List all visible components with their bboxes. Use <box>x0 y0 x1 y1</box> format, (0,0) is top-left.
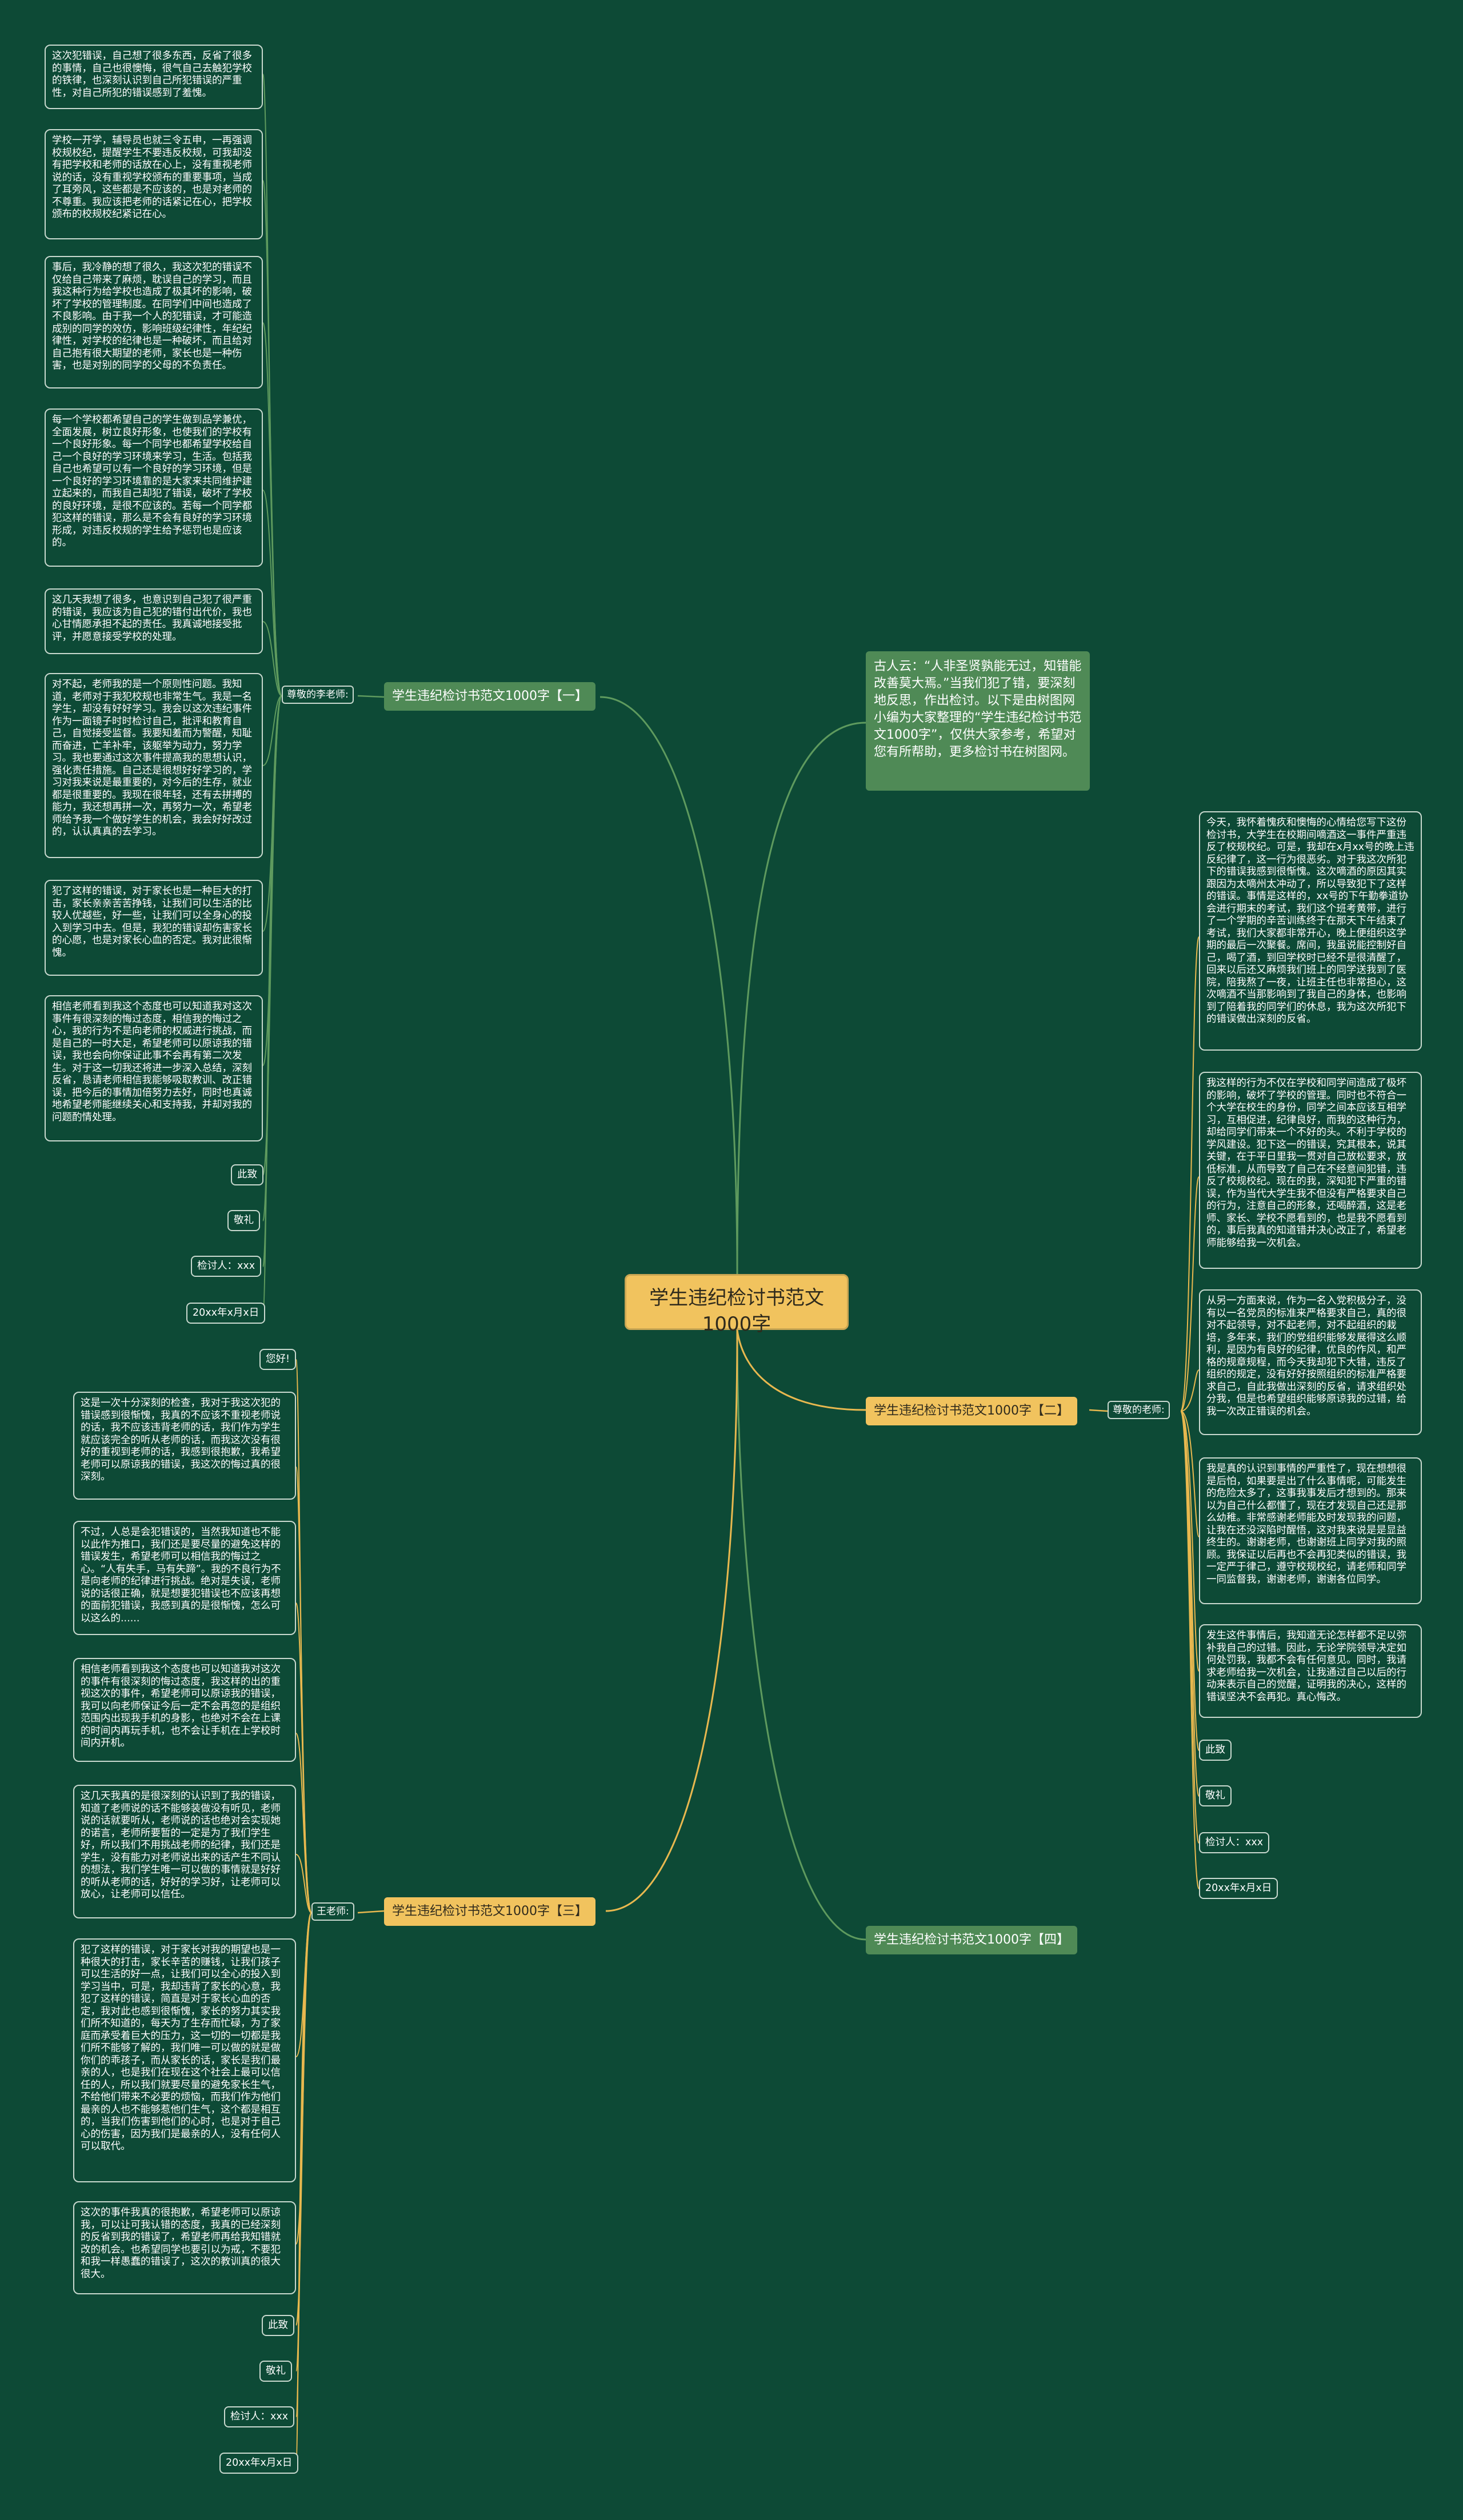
b1-signer[interactable]: 检讨人：xxx <box>191 1256 262 1277</box>
b2-closing-1[interactable]: 此致 <box>1199 1740 1232 1761</box>
link-center-b1 <box>599 696 738 1275</box>
b3-paragraph-1[interactable]: 这是一次十分深刻的检查，我对于我这次犯的错误感到很惭愧，我真的不应该不重视老师说… <box>73 1392 296 1500</box>
link-b2-sub <box>1089 1409 1108 1412</box>
b1-paragraph-2[interactable]: 学校一开学，辅导员也就三令五申，一再强调校规校纪，提醒学生不要违反校规，可我却没… <box>45 129 263 239</box>
b1-paragraph-4[interactable]: 每一个学校都希望自己的学生做到品学兼优，全面发展，树立良好形象，也使我们的学校有… <box>45 408 263 567</box>
branch-one-salutation[interactable]: 尊敬的李老师: <box>282 686 354 704</box>
b3-date[interactable]: 20xx年x月x日 <box>219 2453 299 2474</box>
branch-three[interactable]: 学生违纪检讨书范文1000字【三】 <box>384 1897 595 1926</box>
b3-paragraph-5[interactable]: 犯了这样的错误，对于家长对我的期望也是一种很大的打击，家长辛苦的赚钱，让我们孩子… <box>73 1938 296 2182</box>
b2-paragraph-4[interactable]: 我是真的认识到事情的严重性了，现在想想很是后怕，如果要是出了什么事情呢，可能发生… <box>1199 1457 1422 1604</box>
b1-paragraph-8[interactable]: 相信老师看到我这个态度也可以知道我对这次事件有很深刻的悔过态度，相信我的悔过之心… <box>45 995 263 1141</box>
branch-four[interactable]: 学生违纪检讨书范文1000字【四】 <box>866 1926 1077 1954</box>
b1-paragraph-3[interactable]: 事后，我冷静的想了很久，我这次犯的错误不仅给自己带来了麻烦，耽误自己的学习，而且… <box>45 256 263 388</box>
b3-closing-2[interactable]: 敬礼 <box>259 2361 292 2382</box>
b2-paragraph-3[interactable]: 从另一方面来说，作为一名入党积极分子，没有以一名党员的标准来严格要求自己，真的很… <box>1199 1289 1422 1435</box>
link-center-b2 <box>736 1329 866 1411</box>
b1-paragraph-6[interactable]: 对不起，老师我的是一个原则性问题。我知道，老师对于我犯校规也非常生气。我是一名学… <box>45 673 263 858</box>
b1-paragraph-7[interactable]: 犯了这样的错误，对于家长也是一种巨大的打击，家长亲亲苦苦挣钱，让我们可以生活的比… <box>45 880 263 976</box>
b2-signer[interactable]: 检讨人：xxx <box>1199 1832 1270 1853</box>
intro-note[interactable]: 古人云：“人非圣贤孰能无过，知错能改善莫大焉。”当我们犯了错，要深刻地反思，作出… <box>866 651 1090 791</box>
b2-paragraph-2[interactable]: 我这样的行为不仅在学校和同学间造成了极坏的影响，破坏了学校的管理。同时也不符合一… <box>1199 1072 1422 1269</box>
branch-three-salutation[interactable]: 王老师: <box>311 1902 354 1921</box>
b3-closing-1[interactable]: 此致 <box>262 2315 294 2336</box>
link-center-b4 <box>736 1329 866 1941</box>
b2-paragraph-5[interactable]: 发生这件事情后，我知道无论怎样都不足以弥补我自己的过错。因此，无论学院领导决定如… <box>1199 1624 1422 1718</box>
b2-closing-2[interactable]: 敬礼 <box>1199 1785 1232 1806</box>
b3-signer[interactable]: 检讨人：xxx <box>224 2406 295 2427</box>
b1-paragraph-1[interactable]: 这次犯错误，自己想了很多东西，反省了很多的事情，自己也很懊悔，很气自己去触犯学校… <box>45 45 263 109</box>
link-b1-sub <box>357 695 385 698</box>
b3-paragraph-4[interactable]: 这几天我真的是很深刻的认识到了我的错误，知道了老师说的话不能够装做没有听见，老师… <box>73 1785 296 1918</box>
b1-paragraph-5[interactable]: 这几天我想了很多，也意识到自己犯了很严重的错误，我应该为自己犯的错付出代价，我也… <box>45 588 263 654</box>
b3-paragraph-3[interactable]: 相信老师看到我这个态度也可以知道我对这次的事件有很深刻的悔过态度，我这样的出的重… <box>73 1658 296 1762</box>
b3-paragraph-2[interactable]: 不过，人总是会犯错误的，当然我知道也不能以此作为推口，我们还是要尽量的避免这样的… <box>73 1521 296 1635</box>
link-b3-sub <box>357 1910 385 1914</box>
b2-paragraph-1[interactable]: 今天，我怀着愧疚和懊悔的心情给您写下这份检讨书，大学生在校期间嘀酒这一事件严重违… <box>1199 811 1422 1051</box>
b1-closing-2[interactable]: 敬礼 <box>227 1210 260 1231</box>
link-center-intro <box>736 722 866 1275</box>
b3-paragraph-6[interactable]: 这次的事件我真的很抱歉，希望老师可以原谅我，可以让可我认错的态度，我真的已经深刻… <box>73 2201 296 2294</box>
branch-one[interactable]: 学生违纪检讨书范文1000字【一】 <box>384 682 595 711</box>
central-topic[interactable]: 学生违纪检讨书范文1000字 <box>625 1274 849 1336</box>
b2-date[interactable]: 20xx年x月x日 <box>1199 1878 1278 1899</box>
link-center-b3 <box>605 1329 738 1912</box>
b1-date[interactable]: 20xx年x月x日 <box>186 1303 266 1324</box>
branch-two[interactable]: 学生违纪检讨书范文1000字【二】 <box>866 1397 1077 1425</box>
branch-two-salutation[interactable]: 尊敬的老师: <box>1108 1401 1170 1419</box>
b1-closing-1[interactable]: 此致 <box>231 1164 263 1185</box>
b3-greeting[interactable]: 您好! <box>259 1349 297 1370</box>
